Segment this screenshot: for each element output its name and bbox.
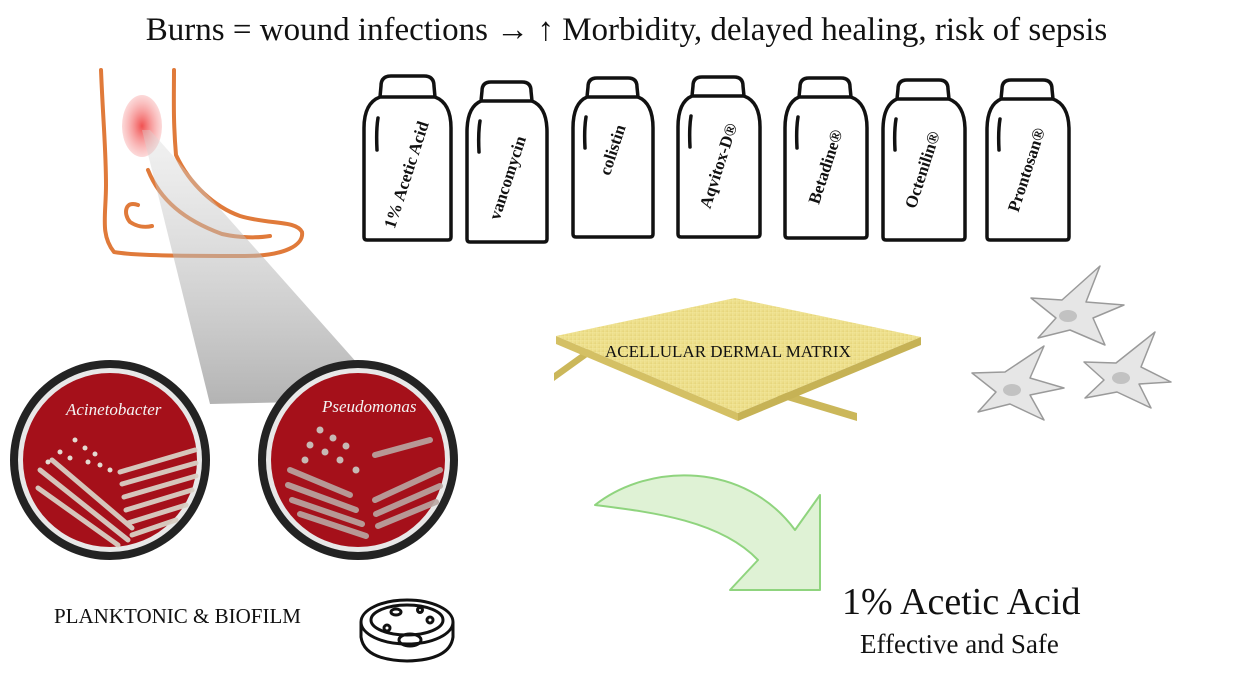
page-title: Burns = wound infections → ↑ Morbidity, … xyxy=(145,12,1108,48)
petri-dish-acinetobacter xyxy=(10,360,210,560)
result-title: 1% Acetic Acid xyxy=(842,581,1081,623)
cell-icon-3 xyxy=(1083,331,1172,409)
dermal-matrix xyxy=(554,298,921,421)
cell-icon-1 xyxy=(1030,265,1125,346)
biofilm-label: PLANKTONIC & BIOFILM xyxy=(54,604,301,628)
curved-arrow-icon xyxy=(594,474,821,591)
bottle-icon-4 xyxy=(676,75,762,239)
petri-dish-icon xyxy=(359,598,455,663)
bottle-icon-3 xyxy=(571,76,655,239)
magnification-beam xyxy=(142,130,390,404)
bottle-icon-1 xyxy=(362,74,453,242)
matrix-label: ACELLULAR DERMAL MATRIX xyxy=(605,342,851,361)
cell-icon-2 xyxy=(971,345,1065,421)
plate-label-acinetobacter: Acinetobacter xyxy=(66,400,162,419)
bottle-icon-2 xyxy=(465,80,549,244)
bottle-icon-7 xyxy=(985,78,1071,242)
petri-dish-pseudomonas xyxy=(258,360,458,560)
bottle-icon-6 xyxy=(881,78,967,242)
result-subtitle: Effective and Safe xyxy=(860,629,1059,659)
bottle-icon-5 xyxy=(783,76,869,240)
plate-label-pseudomonas: Pseudomonas xyxy=(322,397,417,416)
